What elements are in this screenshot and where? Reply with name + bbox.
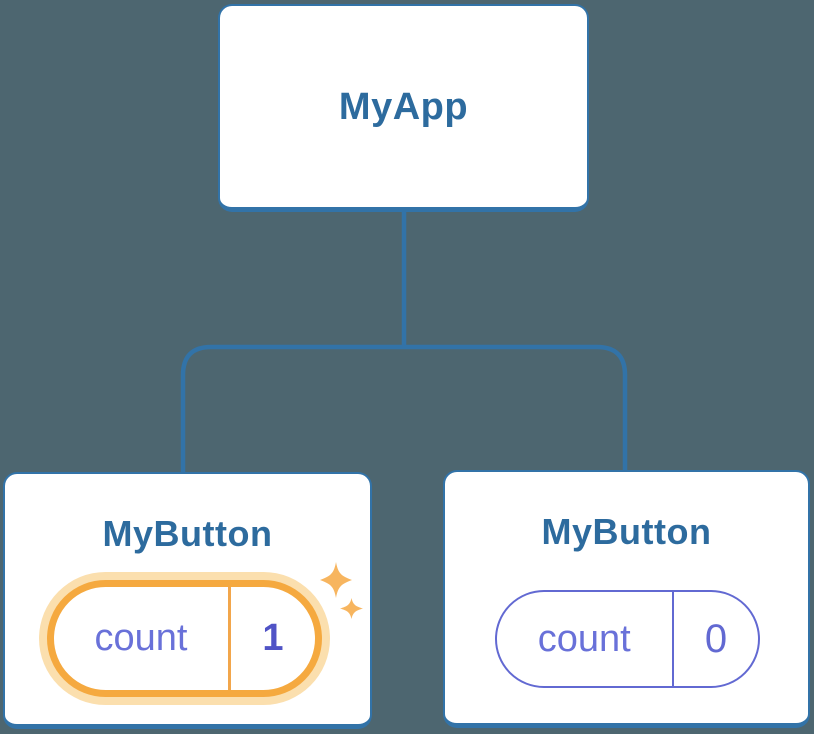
- state-value: 1: [262, 617, 284, 659]
- component-name: MyButton: [102, 513, 273, 554]
- state-pill: count 0: [495, 590, 760, 688]
- pill-divider: [228, 587, 231, 690]
- component-card-mybutton-2: MyButton count 0: [443, 470, 810, 728]
- sparkle-icon-large: [320, 562, 352, 598]
- sparkle-icon-small: [340, 598, 363, 619]
- state-value: 0: [704, 616, 728, 661]
- state-name: count: [94, 617, 188, 659]
- branch-line: [180, 344, 628, 473]
- component-card-mybutton-1: MyButton count 1: [3, 472, 372, 729]
- state-name: count: [537, 617, 631, 660]
- pill-divider: [671, 592, 674, 686]
- component-name: MyApp: [338, 85, 469, 128]
- component-name: MyButton: [541, 511, 712, 552]
- component-card-myapp: MyApp: [218, 4, 589, 212]
- state-pill-highlighted: count 1: [47, 580, 322, 697]
